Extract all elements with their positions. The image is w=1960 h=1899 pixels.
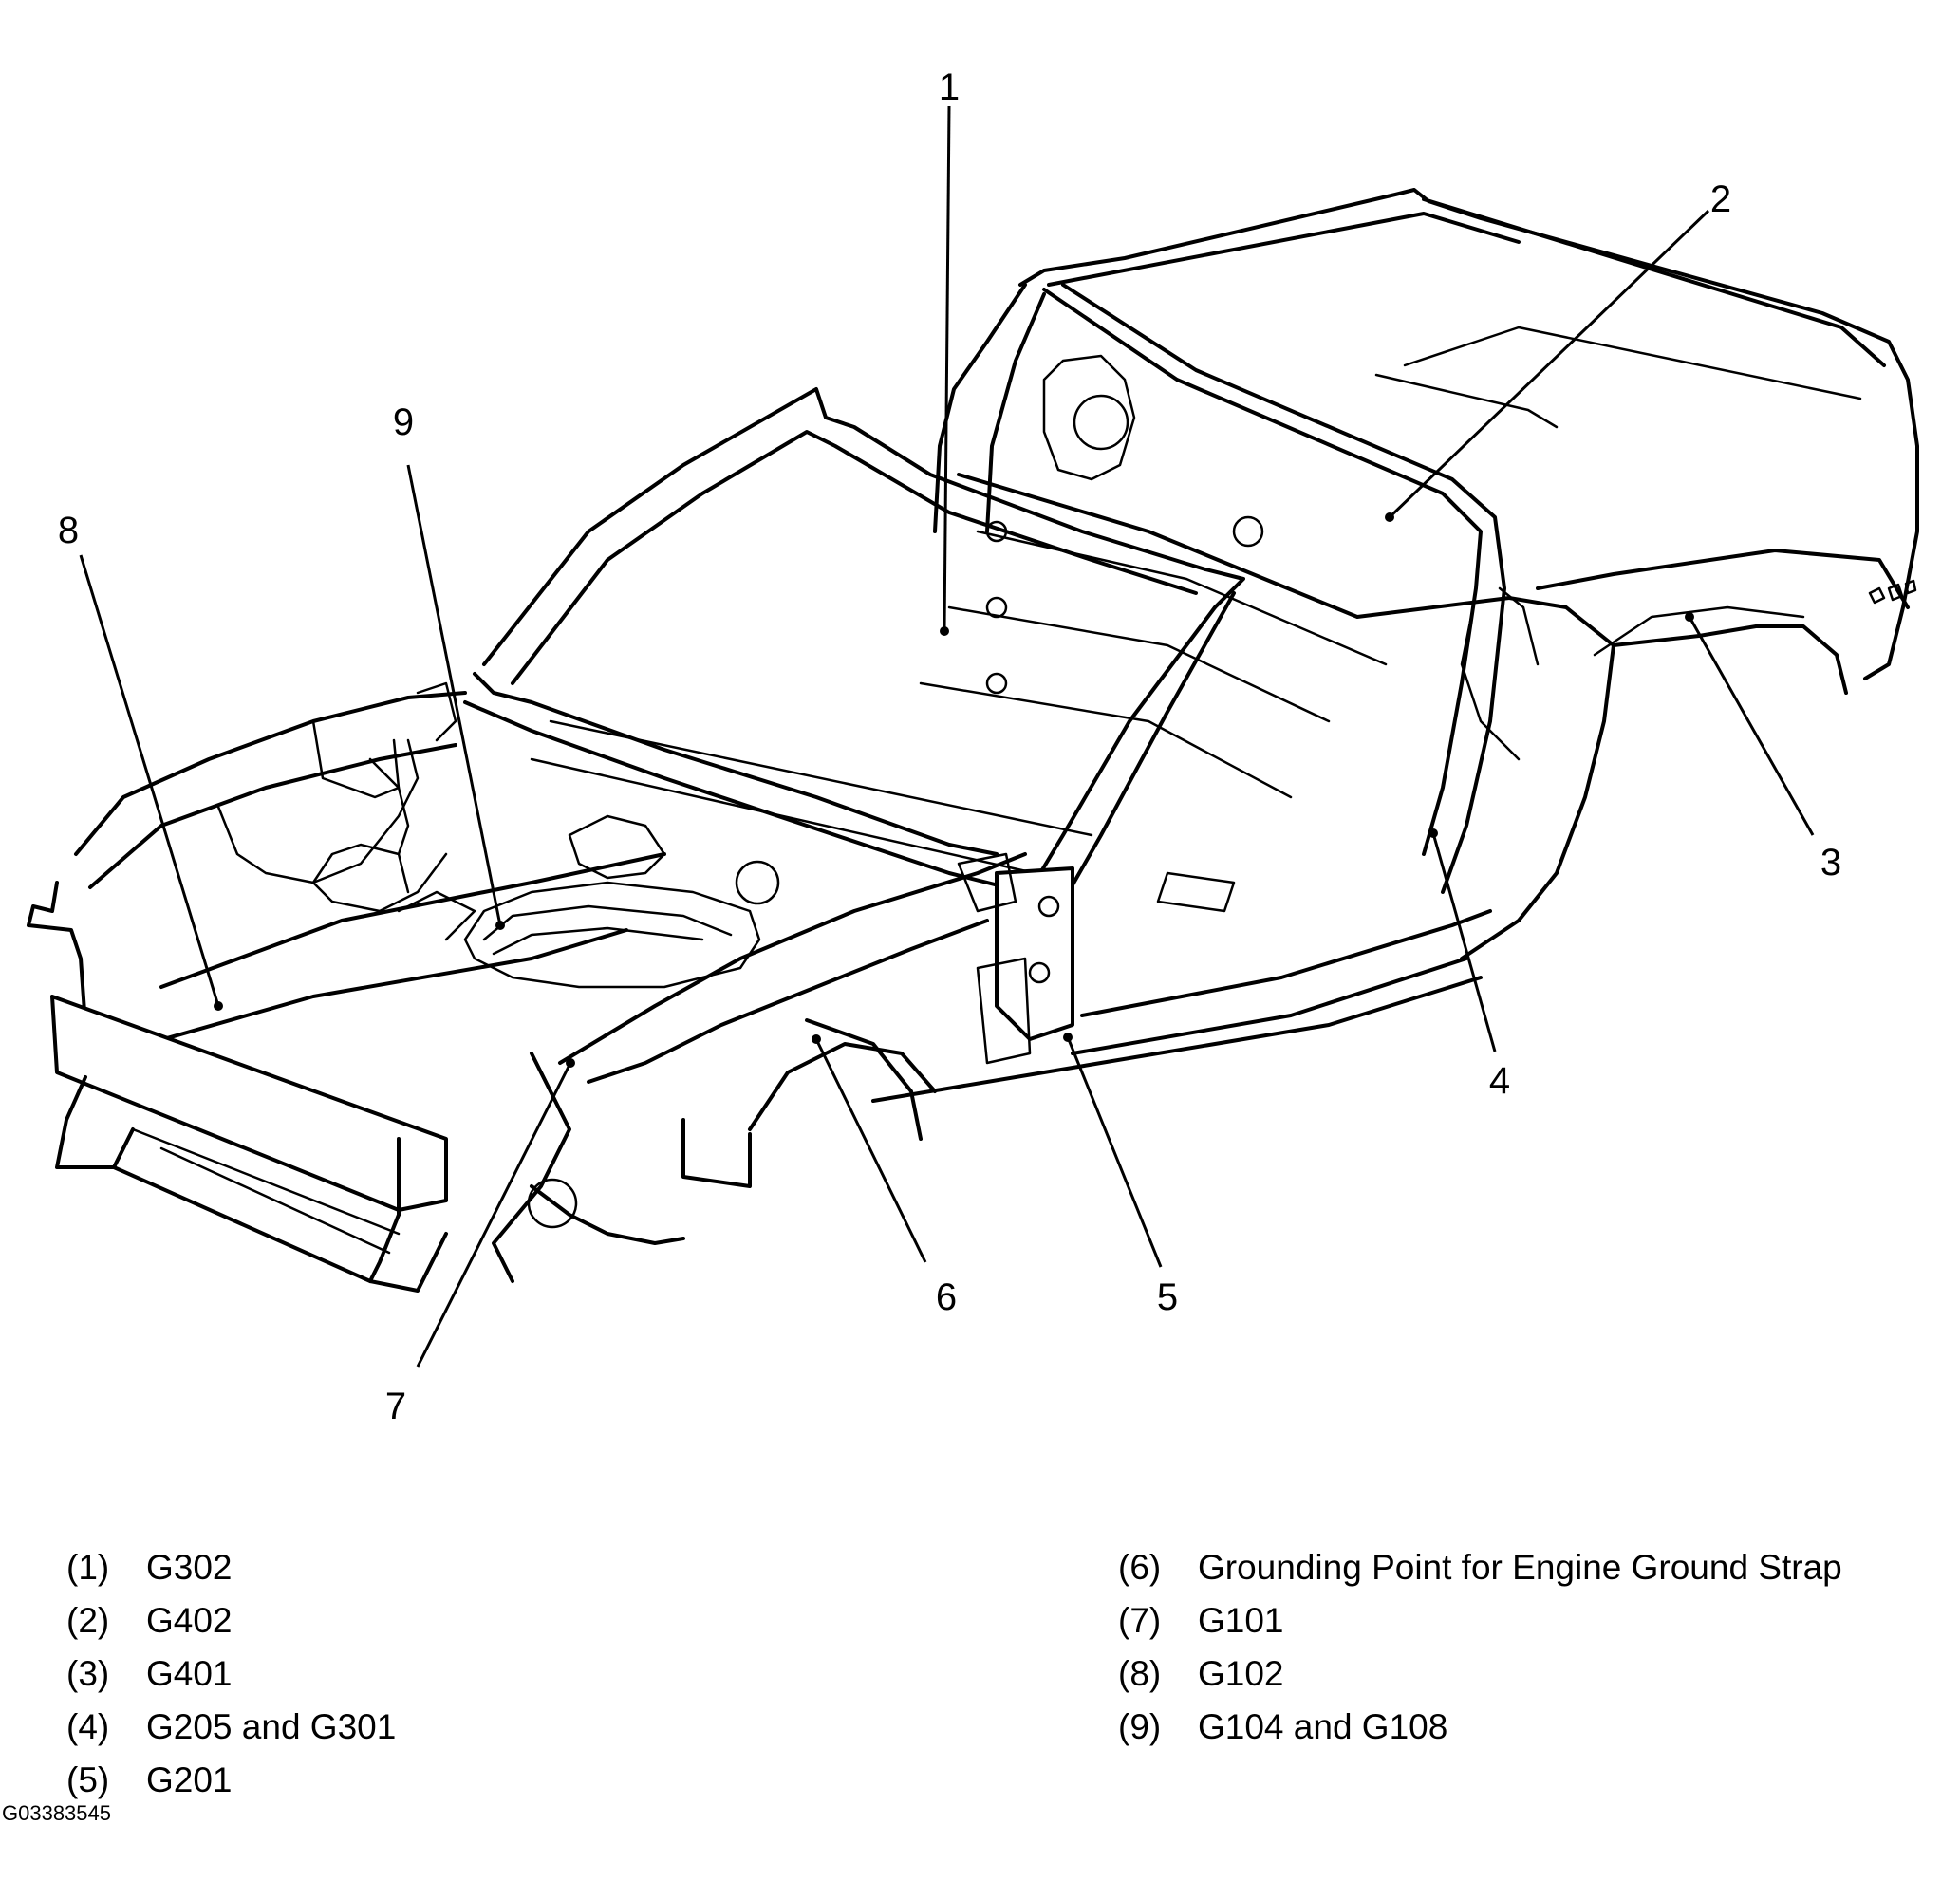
legend-item-text: G402: [146, 1601, 233, 1640]
leader-8: [79, 554, 220, 1007]
legend-item: (4) G205 and G301: [66, 1701, 396, 1754]
dot-1: [940, 626, 949, 636]
callout-2: 2: [1710, 178, 1731, 220]
legend-item-text: G201: [146, 1760, 233, 1799]
vehicle-body-illustration: [27, 188, 1919, 1293]
legend-item: (6) Grounding Point for Engine Ground St…: [1118, 1541, 1842, 1594]
callout-6: 6: [936, 1276, 957, 1318]
callout-1: 1: [939, 66, 960, 108]
legend-item-number: (5): [66, 1760, 110, 1799]
callout-5: 5: [1157, 1276, 1178, 1318]
legend-item-number: (1): [66, 1548, 110, 1587]
legend-item-text: G401: [146, 1654, 233, 1693]
legend-item-text: Grounding Point for Engine Ground Strap: [1198, 1548, 1842, 1587]
vehicle-body-diagram: 1 2 3 4 5 6 7 8 9: [27, 66, 1919, 1424]
legend-item-number: (2): [66, 1601, 110, 1640]
leader-1: [943, 105, 951, 632]
leader-9: [406, 464, 502, 926]
legend-item: (2) G402: [66, 1594, 396, 1648]
callout-numbers: 1 2 3 4 5 6 7 8 9: [58, 66, 1841, 1424]
legend-item-text: G205 and G301: [146, 1707, 397, 1746]
legend-item-number: (4): [66, 1707, 110, 1746]
legend-left: (1) G302 (2) G402 (3) G401 (4) G205 and …: [66, 1541, 396, 1807]
dot-7: [566, 1058, 575, 1068]
callout-8: 8: [58, 510, 79, 551]
leader-7: [416, 1062, 572, 1368]
legend-item-text: G101: [1198, 1601, 1284, 1640]
legend-item: (5) G201: [66, 1754, 396, 1807]
legend-item-text: G104 and G108: [1198, 1707, 1448, 1746]
legend-item: (1) G302: [66, 1541, 396, 1594]
legend-right: (6) Grounding Point for Engine Ground St…: [1118, 1541, 1842, 1754]
legend-item-text: G102: [1198, 1654, 1284, 1693]
legend-item-number: (7): [1118, 1601, 1162, 1640]
legend-item-number: (3): [66, 1654, 110, 1693]
callout-3: 3: [1820, 842, 1841, 884]
legend-item-text: G302: [146, 1548, 233, 1587]
dot-8: [214, 1001, 223, 1011]
figure-id: G03383545: [2, 1801, 111, 1825]
dot-5: [1063, 1033, 1073, 1042]
leader-2: [1388, 209, 1710, 519]
legend-item-number: (9): [1118, 1707, 1162, 1746]
dot-3: [1685, 612, 1694, 622]
dot-2: [1385, 512, 1394, 522]
callout-4: 4: [1489, 1060, 1510, 1102]
dot-6: [812, 1034, 821, 1044]
leader-6: [814, 1038, 927, 1263]
legend-item: (3) G401: [66, 1648, 396, 1701]
callout-9: 9: [393, 401, 414, 443]
legend-item: (8) G102: [1118, 1648, 1842, 1701]
legend-item: (9) G104 and G108: [1118, 1701, 1842, 1754]
callout-7: 7: [385, 1386, 406, 1424]
legend-item-number: (6): [1118, 1548, 1162, 1587]
callout-leaders: [79, 105, 1815, 1368]
legend-item: (7) G101: [1118, 1594, 1842, 1648]
leader-5: [1066, 1036, 1163, 1268]
dot-4: [1428, 828, 1438, 838]
leader-3: [1688, 616, 1815, 836]
leader-4: [1431, 832, 1497, 1052]
dot-9: [495, 921, 505, 930]
legend-item-number: (8): [1118, 1654, 1162, 1693]
